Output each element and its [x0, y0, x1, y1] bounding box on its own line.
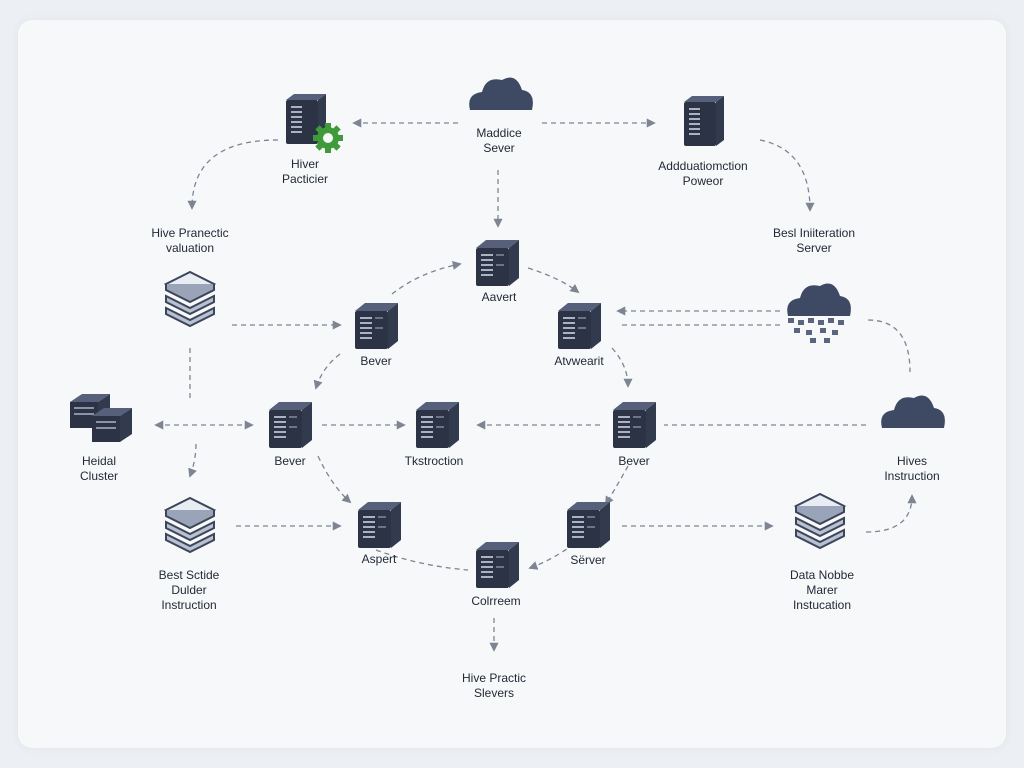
- node-label-colrreem: Colrreem: [471, 594, 521, 608]
- server-cube-icon: [567, 502, 610, 548]
- connector-atvwearit-beverright: [611, 347, 633, 388]
- node-label-server: Sërver: [570, 553, 606, 567]
- node-label-aspert: Aspert: [361, 552, 397, 566]
- node-label-bever-left: Bever: [360, 354, 392, 368]
- connector-aavert-atvwearit: [527, 267, 580, 294]
- connector-aspert-colrreem: [375, 549, 469, 571]
- server-gear-icon: [286, 94, 343, 153]
- server-cube-icon: [269, 402, 312, 448]
- connector-cloudnet-hives: [867, 319, 911, 373]
- connector-bevermid-aspert: [317, 455, 352, 504]
- database-stack-icon: [165, 497, 215, 553]
- server-cube-icon: [416, 402, 459, 448]
- connector-beverleft-bevermid: [313, 353, 341, 390]
- connector-beverright-server: [605, 465, 629, 506]
- server-cube-icon: [358, 502, 401, 548]
- cloud-icon: [469, 77, 533, 111]
- server-cube-icon: [558, 303, 601, 349]
- connectors: [154, 118, 917, 652]
- connector-beverleft-aavert: [391, 260, 462, 295]
- connector-addduation-besl: [759, 139, 815, 212]
- database-stack-icon: [165, 271, 215, 327]
- node-label-atvwearit: Atvwearit: [554, 354, 604, 368]
- diagram-canvas: [18, 20, 1006, 748]
- connector-hiver-hivepranectic: [187, 139, 279, 210]
- server-cube-icon: [476, 542, 519, 588]
- node-label-tkstroction: Tkstroction: [404, 454, 464, 468]
- server-tower-icon: [684, 96, 724, 146]
- node-label-aavert: Aavert: [481, 290, 517, 304]
- connector-heidal-bestsctide: [188, 443, 197, 478]
- cloud-network-icon: [787, 283, 851, 343]
- cloud-icon: [881, 395, 945, 428]
- server-cube-icon: [613, 402, 656, 448]
- node-label-bever-mid: Bever: [274, 454, 306, 468]
- connector-server-colrreem: [528, 543, 575, 570]
- cluster-icon: [70, 394, 132, 442]
- server-cube-icon: [476, 240, 519, 286]
- database-stack-icon: [795, 493, 845, 549]
- connector-datanobbe-hives: [865, 494, 917, 533]
- node-label-bever-right: Bever: [618, 454, 650, 468]
- server-cube-icon: [355, 303, 398, 349]
